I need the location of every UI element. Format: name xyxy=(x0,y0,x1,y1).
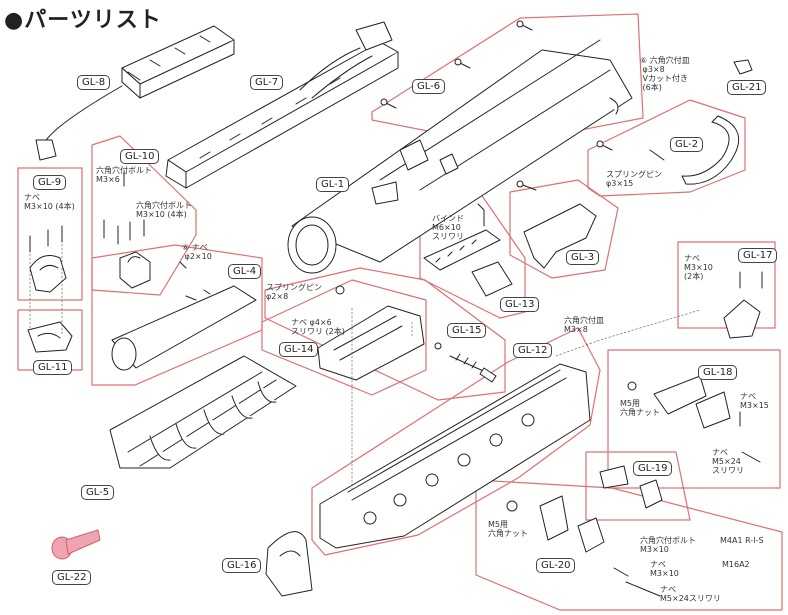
clip-gl19-drawing xyxy=(599,465,663,509)
label-gl1: GL-1 xyxy=(316,177,350,192)
label-gl18: GL-18 xyxy=(698,365,738,380)
note-gl18-b: ナベ M3×15 xyxy=(740,392,769,410)
rail-drawing xyxy=(319,363,591,549)
launcher-barrel-drawing xyxy=(287,39,633,274)
outline-gl19 xyxy=(585,451,691,521)
note-gl18-c: ナベ M5×24 スリワリ xyxy=(712,448,744,475)
outline-gl17 xyxy=(677,241,776,329)
note-gl4: ⑥ ナベ φ2×10 xyxy=(182,243,212,261)
sling-mount-drawing xyxy=(103,171,151,289)
plate-drawing xyxy=(423,203,513,297)
end-cap-drawing xyxy=(265,531,313,597)
outline-gl9 xyxy=(17,167,83,301)
label-gl21: GL-21 xyxy=(727,80,767,95)
label-gl12: GL-12 xyxy=(513,343,553,358)
barrel-tube-drawing xyxy=(111,261,257,371)
note-gl12: 六角穴付皿 M3×8 xyxy=(564,316,604,334)
note-gl2: スプリングピン φ3×15 xyxy=(606,170,662,188)
outline-gl18 xyxy=(607,349,781,489)
long-screw-drawing xyxy=(335,285,497,383)
note-gl13: バインド M6×10 スリワリ xyxy=(432,214,464,241)
guide-lines xyxy=(29,243,701,491)
clip-drawing xyxy=(733,59,753,75)
note-gl6: ⑥ 六角穴付皿 φ3×8 Vカット付き (6本) xyxy=(640,56,690,92)
note-gl9: ナベ M3×10 (4本) xyxy=(24,193,75,211)
label-gl17: GL-17 xyxy=(738,248,778,263)
label-gl19: GL-19 xyxy=(633,461,673,476)
label-gl2: GL-2 xyxy=(670,137,704,152)
note-gl18-a: M5用 六角ナット xyxy=(620,399,660,417)
receiver-rail-drawing xyxy=(165,21,399,189)
part-drawings xyxy=(27,20,763,597)
tray-drawing xyxy=(317,305,425,381)
note-gl20-c: ナベ M3×10 xyxy=(650,560,679,578)
label-gl14: GL-14 xyxy=(279,342,319,357)
trigger-drawing xyxy=(523,203,597,269)
label-gl4: GL-4 xyxy=(228,264,262,279)
outline-gl2 xyxy=(587,99,746,197)
label-gl16: GL-16 xyxy=(222,558,262,573)
outline-gl3 xyxy=(509,179,619,279)
bracket-gl17-drawing xyxy=(723,271,763,339)
label-gl3: GL-3 xyxy=(566,250,600,265)
label-gl15: GL-15 xyxy=(447,323,487,338)
note-gl20-a: M5用 六角ナット xyxy=(488,520,528,538)
outline-gl6 xyxy=(371,13,644,151)
page-title: ●パーツリスト xyxy=(4,8,162,33)
note-gl20-b: 六角穴付ボルト M3×10 xyxy=(640,536,696,554)
label-gl20: GL-20 xyxy=(536,558,576,573)
note-gl20-d: ナベ M5×24スリワリ xyxy=(660,585,721,603)
outline-gl20 xyxy=(475,479,783,611)
label-gl8: GL-8 xyxy=(77,75,111,90)
label-gl9: GL-9 xyxy=(33,175,67,190)
label-gl5: GL-5 xyxy=(81,485,115,500)
note-gl10-b: 六角穴付ボルト M3×10 (4本) xyxy=(136,201,192,219)
note-gl17: ナベ M3×10 (2本) xyxy=(684,254,713,281)
label-gl11: GL-11 xyxy=(33,360,73,375)
note-gl10-a: 六角穴付ボルト M3×6 xyxy=(96,166,152,184)
note-gl20-f: M16A2 xyxy=(722,560,750,569)
lower-ring-drawing xyxy=(27,321,73,353)
knob-drawing xyxy=(51,529,101,560)
note-gl14: ナベ φ4×6 スリワリ (2本) xyxy=(291,318,345,336)
note-gl15: スプリングピン φ2×8 xyxy=(266,283,322,301)
outline-gl14 xyxy=(261,279,427,396)
trigger-guard-drawing xyxy=(681,115,739,185)
label-gl7: GL-7 xyxy=(250,75,284,90)
clamp-gl20-drawing xyxy=(506,495,661,597)
note-gl20-e: M4A1 R-I-S xyxy=(720,536,764,545)
handguard-drawing xyxy=(109,355,297,469)
outline-gl11 xyxy=(17,309,83,371)
ring-mount-drawing xyxy=(29,225,67,293)
label-gl10: GL-10 xyxy=(120,149,160,164)
battery-box-drawing xyxy=(35,25,235,161)
label-gl22: GL-22 xyxy=(52,570,92,585)
clamp-gl18-drawing xyxy=(627,375,761,463)
screws-gl6-drawing xyxy=(380,20,665,191)
label-gl13: GL-13 xyxy=(500,297,540,312)
outline-gl15 xyxy=(264,267,506,401)
label-gl6: GL-6 xyxy=(412,79,446,94)
